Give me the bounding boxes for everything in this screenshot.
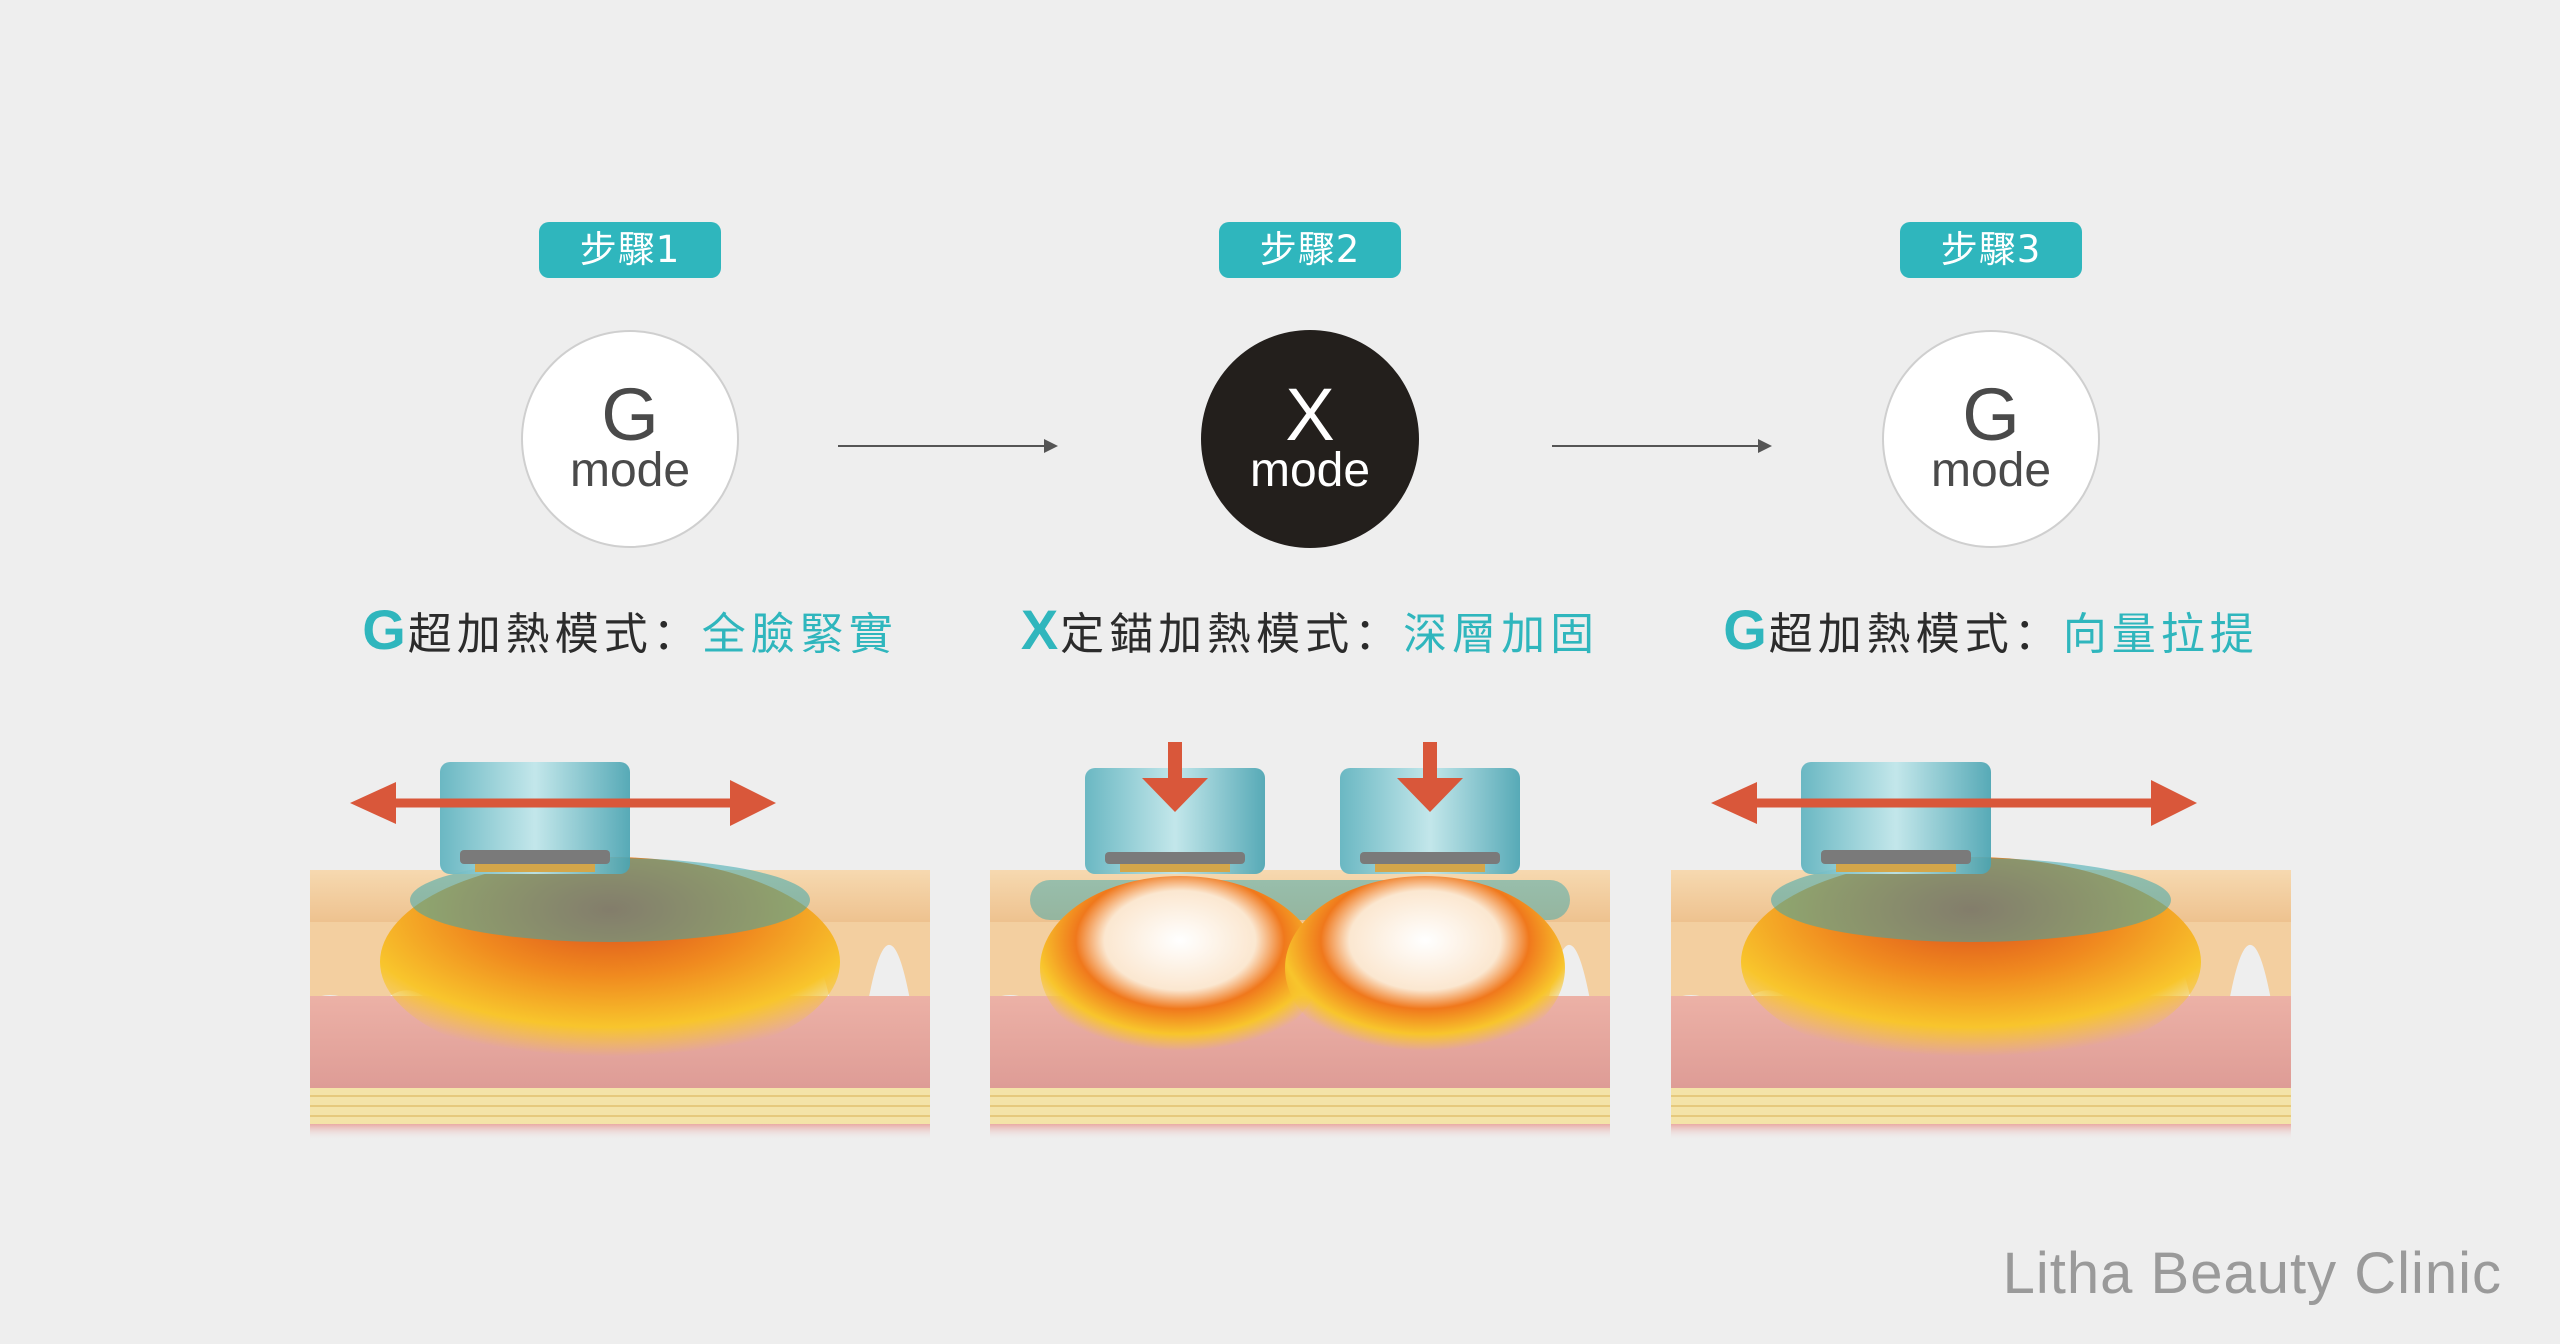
caption-mode: 超加熱模式 bbox=[407, 609, 653, 660]
mode-letter: G bbox=[601, 373, 659, 456]
double-horizontal-arrow-icon bbox=[1711, 780, 2197, 826]
mode-letter: X bbox=[1285, 373, 1335, 456]
x-mode-skin-illustration bbox=[990, 742, 1610, 1140]
step-caption: X定錨加熱模式：深層加固 bbox=[930, 600, 1690, 665]
right-arrow-icon bbox=[838, 439, 1058, 453]
mode-word: mode bbox=[1249, 444, 1371, 497]
caption-effect: 向量拉提 bbox=[2062, 609, 2259, 660]
g-mode-circle: G mode bbox=[521, 330, 739, 548]
step-badge: 步驟3 bbox=[1900, 222, 2082, 278]
g-mode-circle: G mode bbox=[1882, 330, 2100, 548]
g-mode-skin-illustration bbox=[1671, 762, 2291, 1140]
step-caption: G超加熱模式：全臉緊實 bbox=[250, 600, 1010, 665]
handpiece bbox=[1801, 762, 1991, 874]
step-badge: 步驟1 bbox=[539, 222, 721, 278]
caption-mode: 超加熱模式 bbox=[1768, 609, 2014, 660]
mode-word: mode bbox=[569, 444, 691, 497]
fat-layer bbox=[310, 1088, 930, 1124]
x-mode-circle: X mode bbox=[1201, 330, 1419, 548]
caption-mode: 定錨加熱模式 bbox=[1060, 609, 1355, 660]
step-1: 步驟1 G mode G超加熱模式：全臉緊實 bbox=[250, 0, 1010, 1344]
cooling-zone bbox=[1771, 858, 2171, 942]
step-badge: 步驟2 bbox=[1219, 222, 1401, 278]
subcutaneous-layer bbox=[310, 1124, 930, 1140]
caption-colon: ： bbox=[2013, 609, 2063, 660]
brand-name: Litha Beauty Clinic bbox=[2002, 1241, 2502, 1306]
subcutaneous-layer bbox=[990, 1124, 1610, 1140]
mode-letter: G bbox=[1962, 373, 2020, 456]
caption-effect: 全臉緊實 bbox=[701, 609, 898, 660]
heat-zone-right bbox=[1285, 876, 1565, 1060]
fat-layer bbox=[990, 1088, 1610, 1124]
cooling-zone bbox=[410, 858, 810, 942]
handpiece-left bbox=[1085, 768, 1265, 874]
step-3: 步驟3 G mode G超加熱模式：向量拉提 bbox=[1611, 0, 2371, 1344]
caption-colon: ： bbox=[1354, 609, 1404, 660]
caption-effect: 深層加固 bbox=[1403, 609, 1600, 660]
fat-layer bbox=[1671, 1088, 2291, 1124]
handpiece bbox=[440, 762, 630, 874]
down-arrow-icon bbox=[1142, 742, 1208, 812]
caption-letter: G bbox=[362, 598, 408, 661]
caption-letter: X bbox=[1020, 598, 1061, 661]
handpiece-right bbox=[1340, 768, 1520, 874]
subcutaneous-layer bbox=[1671, 1124, 2291, 1140]
caption-letter: G bbox=[1723, 598, 1769, 661]
right-arrow-icon bbox=[1552, 439, 1772, 453]
mode-word: mode bbox=[1930, 444, 2052, 497]
double-horizontal-arrow-icon bbox=[350, 780, 776, 826]
step-caption: G超加熱模式：向量拉提 bbox=[1611, 600, 2371, 665]
heat-zone-left bbox=[1040, 876, 1320, 1060]
caption-colon: ： bbox=[652, 609, 702, 660]
down-arrow-icon bbox=[1397, 742, 1463, 812]
step-2: 步驟2 X mode X定錨加熱模式：深層加固 bbox=[930, 0, 1690, 1344]
g-mode-skin-illustration bbox=[310, 762, 930, 1140]
